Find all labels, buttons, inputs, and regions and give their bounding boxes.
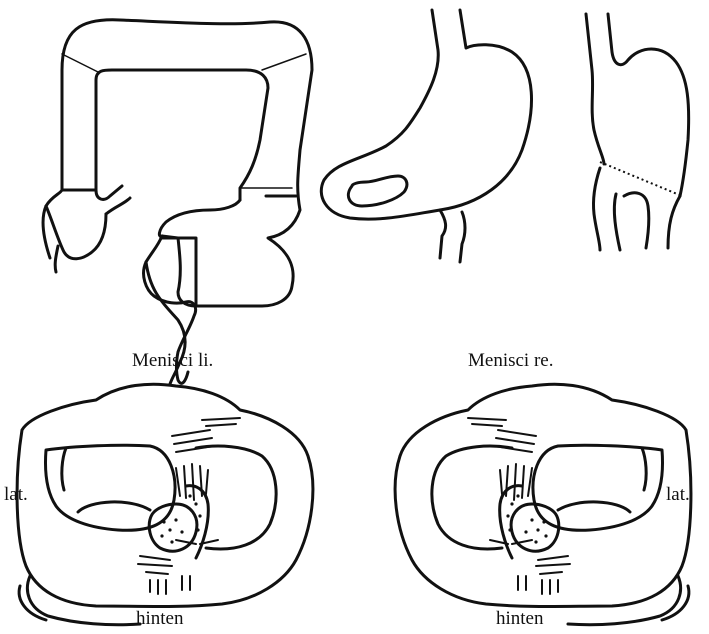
colon-drawing	[43, 20, 312, 384]
menisci-right-label: Menisci re.	[468, 350, 553, 372]
stomach-resected-drawing	[586, 14, 689, 250]
menisci-right-drawing	[395, 384, 691, 624]
ligament-hatching	[468, 418, 570, 594]
menisci-left-label: Menisci li.	[132, 350, 213, 372]
stomach-drawing	[321, 10, 531, 262]
posterior-left-label: hinten	[136, 608, 184, 630]
posterior-right-label: hinten	[496, 608, 544, 630]
lateral-left-label: lat.	[4, 484, 28, 506]
menisci-left-drawing	[17, 384, 313, 624]
ligament-hatching	[138, 418, 240, 594]
lateral-right-label: lat.	[666, 484, 690, 506]
